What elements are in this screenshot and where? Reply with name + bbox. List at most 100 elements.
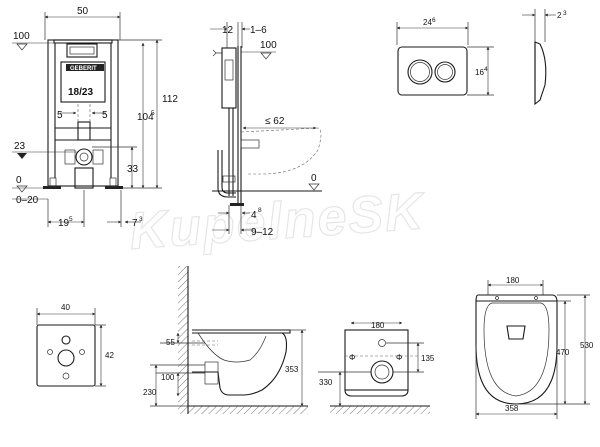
plate-height-sup: 4 [484, 66, 488, 73]
drain-outlet [74, 167, 94, 189]
level-marker [16, 43, 28, 51]
leg-left [49, 177, 57, 188]
outlet-ring [370, 360, 394, 384]
front-135-label: 135 [421, 354, 435, 363]
top-530-label: 530 [580, 341, 594, 350]
cistern-part [224, 59, 234, 81]
bottom-right-sup: 3 [139, 216, 143, 223]
top-470-label: 470 [556, 348, 570, 357]
brand-label: GEBERIT [70, 66, 97, 72]
flush-button-small-inner [437, 64, 453, 80]
side-1-6-label: 1–6 [250, 25, 267, 36]
plate-width-sup: 6 [432, 17, 436, 24]
plate-profile [534, 41, 547, 106]
flush-plate [397, 46, 468, 96]
bolt-hole-left [47, 349, 53, 355]
bowl-front-outline [344, 329, 409, 391]
phi-left-label: Φ [349, 353, 355, 362]
actuator-opening [66, 43, 98, 58]
drain-stub [240, 139, 260, 149]
cistern-side [221, 47, 237, 109]
brand-plate [66, 64, 104, 71]
inlet-valve [212, 49, 222, 57]
cutout-height-label: 42 [105, 351, 114, 360]
level-marker [16, 185, 28, 193]
cistern [60, 61, 106, 103]
bowl-top-opening [506, 325, 526, 340]
dim-100-label: 100 [161, 373, 175, 382]
bowl-side-view: 55 100 230 353 [143, 266, 308, 414]
bolt-hole-right [79, 349, 85, 355]
top-358-label: 358 [505, 404, 519, 413]
frame-side-view: 12 1–6 100 ≤ 62 0 4 8 [210, 22, 322, 238]
actuator-inner [69, 46, 95, 55]
bowl-outline [240, 127, 322, 175]
level-0-20-label: 0–20 [16, 195, 39, 206]
water-inlet [61, 335, 71, 345]
bolt-right [92, 149, 104, 165]
floor-hatch [330, 406, 430, 414]
bowl-profile [192, 332, 288, 396]
flush-plate-front: 24 6 16 4 [396, 17, 494, 96]
bowl-front-view: 180 Φ Φ 330 135 [318, 321, 435, 414]
cutout-width-label: 40 [61, 303, 70, 312]
pipe-hole [62, 372, 70, 380]
wall-cutout-view: 40 42 [36, 303, 114, 387]
phi-right-label: Φ [396, 353, 402, 362]
dim-230-label: 230 [143, 388, 157, 397]
top-180-label: 180 [506, 276, 520, 285]
offset-left-label: 5 [57, 110, 63, 121]
side-level-0-label: 0 [311, 173, 317, 184]
flush-button-large-inner [410, 62, 430, 82]
drain-pipe [217, 150, 236, 198]
reach-label: ≤ 62 [265, 116, 285, 127]
outlet-spigot [204, 361, 219, 385]
dim-55-label: 55 [166, 338, 175, 347]
side-12-label: 12 [222, 25, 234, 36]
level-marker [260, 52, 272, 60]
floor-hatch [188, 406, 308, 414]
frame-front-view: 50 GEBERIT 18/23 5 5 [12, 6, 178, 229]
drain-hole [57, 349, 75, 367]
height-inner-sup: 5 [151, 110, 155, 117]
depth-range-label: 9–12 [251, 227, 274, 238]
frame-width-label: 50 [77, 6, 89, 17]
level-23-label: 23 [14, 141, 26, 152]
flush-volume-label: 18/23 [68, 87, 93, 98]
level-marker [17, 153, 27, 159]
depth-sup: 8 [258, 207, 262, 214]
front-180-label: 180 [371, 321, 385, 330]
bolt-left [64, 149, 76, 165]
bottom-right-label: 7 [132, 218, 138, 229]
level-0-label: 0 [16, 175, 22, 186]
outlet-inner [374, 364, 390, 380]
bowl-front-base [344, 389, 409, 397]
offset-right-label: 5 [102, 110, 108, 121]
front-330-label: 330 [319, 378, 333, 387]
bowl-interior [197, 332, 267, 363]
bottom-left-sup: 5 [69, 216, 73, 223]
level-marker [308, 183, 320, 191]
flush-pipe [77, 121, 91, 141]
side-level-100-label: 100 [260, 40, 277, 51]
level-100-label: 100 [13, 31, 30, 42]
wall-hatch [178, 266, 188, 414]
frame-top-rail [53, 39, 113, 44]
bowl-top-view: 180 470 530 358 [475, 276, 594, 419]
flush-plate-side: 2 3 [522, 9, 567, 106]
flush-button-large [407, 59, 433, 85]
thickness-label: 2 [557, 11, 562, 20]
plate-width-label: 24 [423, 18, 432, 27]
watermark-text: KupelneSK [128, 182, 428, 261]
bolt-point [534, 296, 538, 300]
depth-label: 4 [251, 210, 257, 221]
cutout-outline [36, 324, 96, 387]
bowl-top-inner [483, 302, 550, 397]
foot [230, 203, 244, 206]
foot-left [43, 186, 61, 189]
bolt-point [495, 296, 499, 300]
plate-height-label: 16 [475, 68, 484, 77]
height-total-label: 112 [162, 94, 178, 105]
